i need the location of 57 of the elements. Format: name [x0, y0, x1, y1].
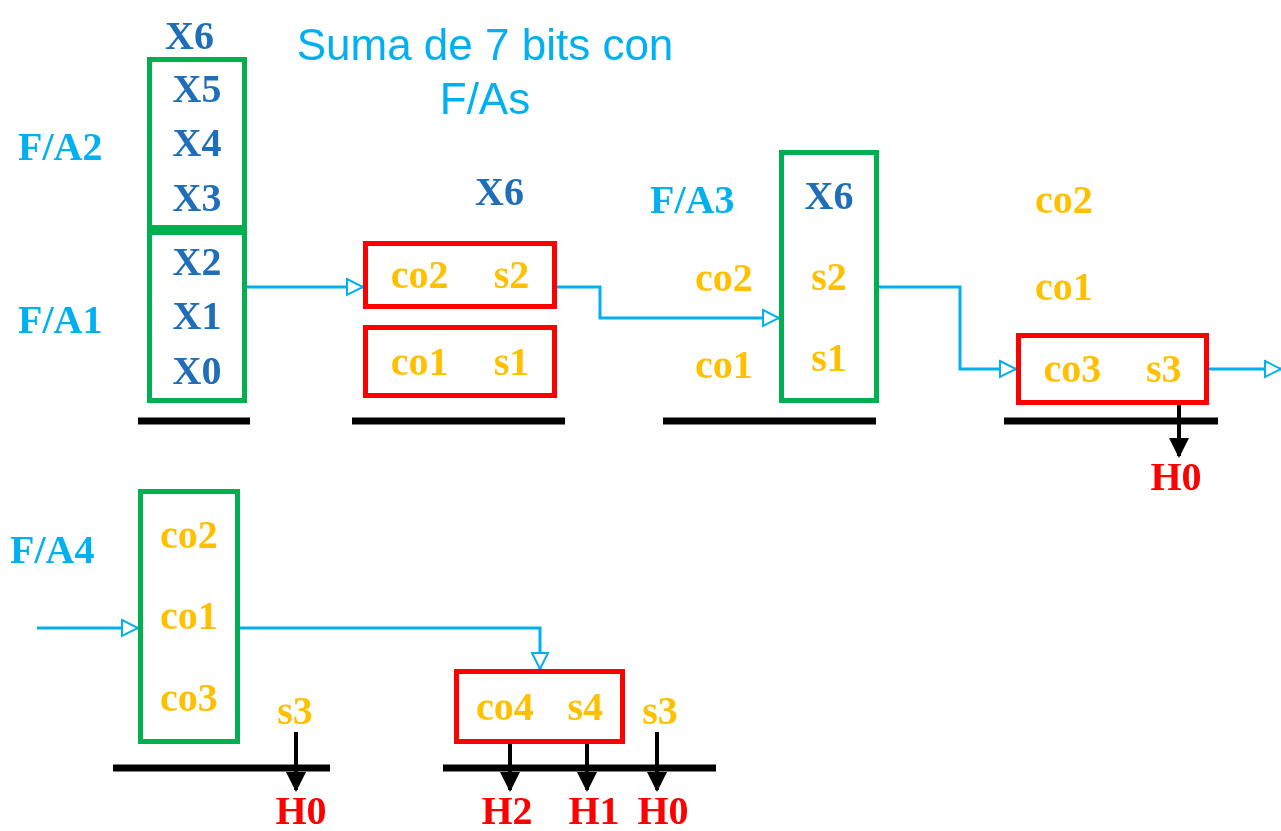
bit-label: co3 — [1043, 347, 1102, 391]
arrow — [37, 619, 139, 637]
bit-label: co2 — [695, 256, 753, 300]
arrow — [500, 744, 520, 792]
arrow — [879, 285, 1017, 378]
bit-label: s4 — [567, 684, 604, 729]
bit-label: X4 — [172, 121, 222, 166]
bit-label: co2 — [390, 253, 449, 297]
bit-label: s2 — [493, 253, 530, 297]
bit-label: co4 — [475, 684, 534, 729]
adder-name-label: F/A4 — [10, 528, 95, 572]
bit-label: X0 — [172, 348, 222, 393]
bit-label: co2 — [160, 512, 218, 557]
bit-label: co2 — [1035, 178, 1093, 222]
bit-label: X5 — [172, 67, 222, 112]
bit-label: X6 — [165, 14, 214, 58]
adder-name-label: F/A3 — [650, 178, 735, 222]
arrow — [1169, 405, 1189, 458]
output-bit-label: H0 — [632, 790, 694, 831]
carry-sum-box — [454, 669, 625, 744]
sum-bit-label: s3 — [273, 690, 317, 732]
bit-label: s1 — [811, 335, 847, 380]
bit-label: s1 — [493, 339, 530, 384]
carry-sum-box — [363, 241, 557, 309]
arrow — [577, 744, 597, 792]
bit-label: co3 — [160, 676, 218, 721]
bit-label: s2 — [811, 254, 847, 299]
arrow — [247, 278, 364, 296]
bit-label: X2 — [172, 240, 222, 285]
carry-sum-box — [1016, 333, 1209, 405]
arrow — [240, 626, 549, 670]
bit-label: X3 — [172, 175, 222, 220]
bit-label: co1 — [160, 594, 218, 639]
full-adder-group-box — [147, 57, 247, 230]
adder-name-label: F/A2 — [18, 125, 103, 169]
output-bit-label: H0 — [1145, 456, 1207, 498]
bit-label: co1 — [695, 343, 753, 387]
output-bit-label: H0 — [270, 790, 332, 831]
arrow — [286, 732, 306, 792]
adder-name-label: F/A1 — [18, 298, 103, 342]
bit-label: X6 — [804, 173, 854, 218]
arrow — [1209, 360, 1281, 378]
full-adder-group-box — [147, 230, 247, 403]
output-bit-label: H2 — [476, 790, 538, 831]
arrow — [647, 732, 667, 792]
bit-label: co1 — [1035, 265, 1093, 309]
bit-label: X6 — [475, 170, 524, 214]
bit-label: X1 — [172, 294, 222, 339]
bit-label: co1 — [390, 339, 449, 384]
sum-bit-label: s3 — [638, 690, 682, 732]
arrow — [557, 285, 780, 327]
title: Suma de 7 bits con F/As — [295, 19, 675, 125]
output-bit-label: H1 — [563, 790, 625, 831]
bit-label: s3 — [1146, 347, 1182, 391]
full-adder-group-box — [779, 150, 879, 403]
carry-sum-box — [363, 325, 557, 398]
full-adder-group-box — [138, 489, 240, 744]
